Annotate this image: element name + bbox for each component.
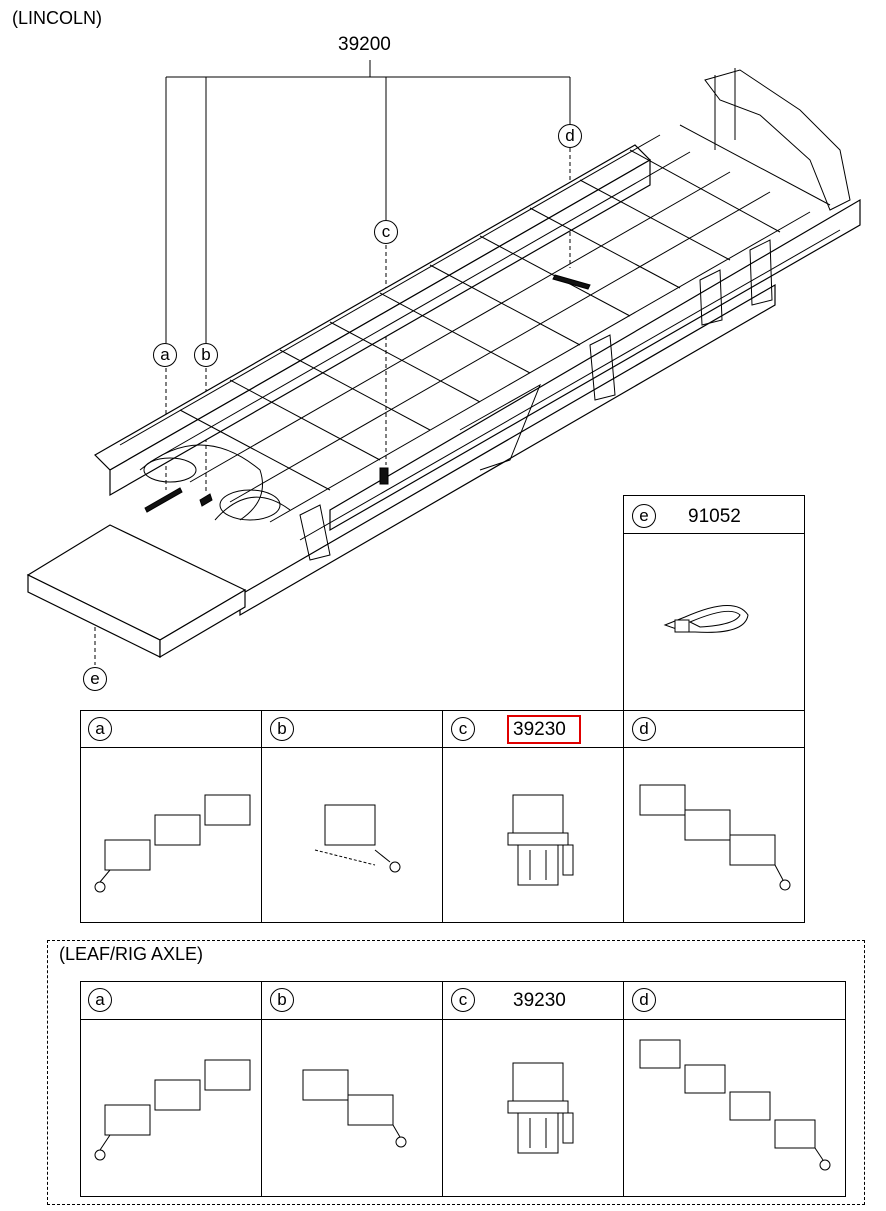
bottom-cell-a-letter: a: [88, 988, 112, 1012]
bottom-cell-c-part-number[interactable]: 39230: [513, 990, 566, 1011]
top-cell-c-letter: c: [451, 717, 475, 741]
box-e-part-number[interactable]: 91052: [688, 506, 741, 527]
top-cell-a-letter: a: [88, 717, 112, 741]
variant-title-leaf-rig-axle: (LEAF/RIG AXLE): [57, 944, 206, 965]
variant-title-lincoln: (LINCOLN): [12, 8, 103, 28]
bottom-cell-c-letter: c: [451, 988, 475, 1012]
top-cell-c-part-number[interactable]: 39230: [513, 719, 566, 740]
main-part-number[interactable]: 39200: [338, 34, 391, 55]
leaf-rig-parts-table: [80, 981, 846, 1197]
top-cell-b-letter: b: [270, 717, 294, 741]
leaf-rig-axle-group: [47, 940, 865, 1205]
top-cell-d-letter: d: [632, 717, 656, 741]
callout-d[interactable]: d: [558, 124, 582, 148]
highlight-box: [507, 715, 581, 744]
callout-b[interactable]: b: [194, 343, 218, 367]
box-e-letter: e: [632, 504, 656, 528]
callout-c[interactable]: c: [374, 220, 398, 244]
callout-a[interactable]: a: [153, 343, 177, 367]
bottom-cell-d-letter: d: [632, 988, 656, 1012]
bottom-cell-b-letter: b: [270, 988, 294, 1012]
callout-e[interactable]: e: [83, 667, 107, 691]
